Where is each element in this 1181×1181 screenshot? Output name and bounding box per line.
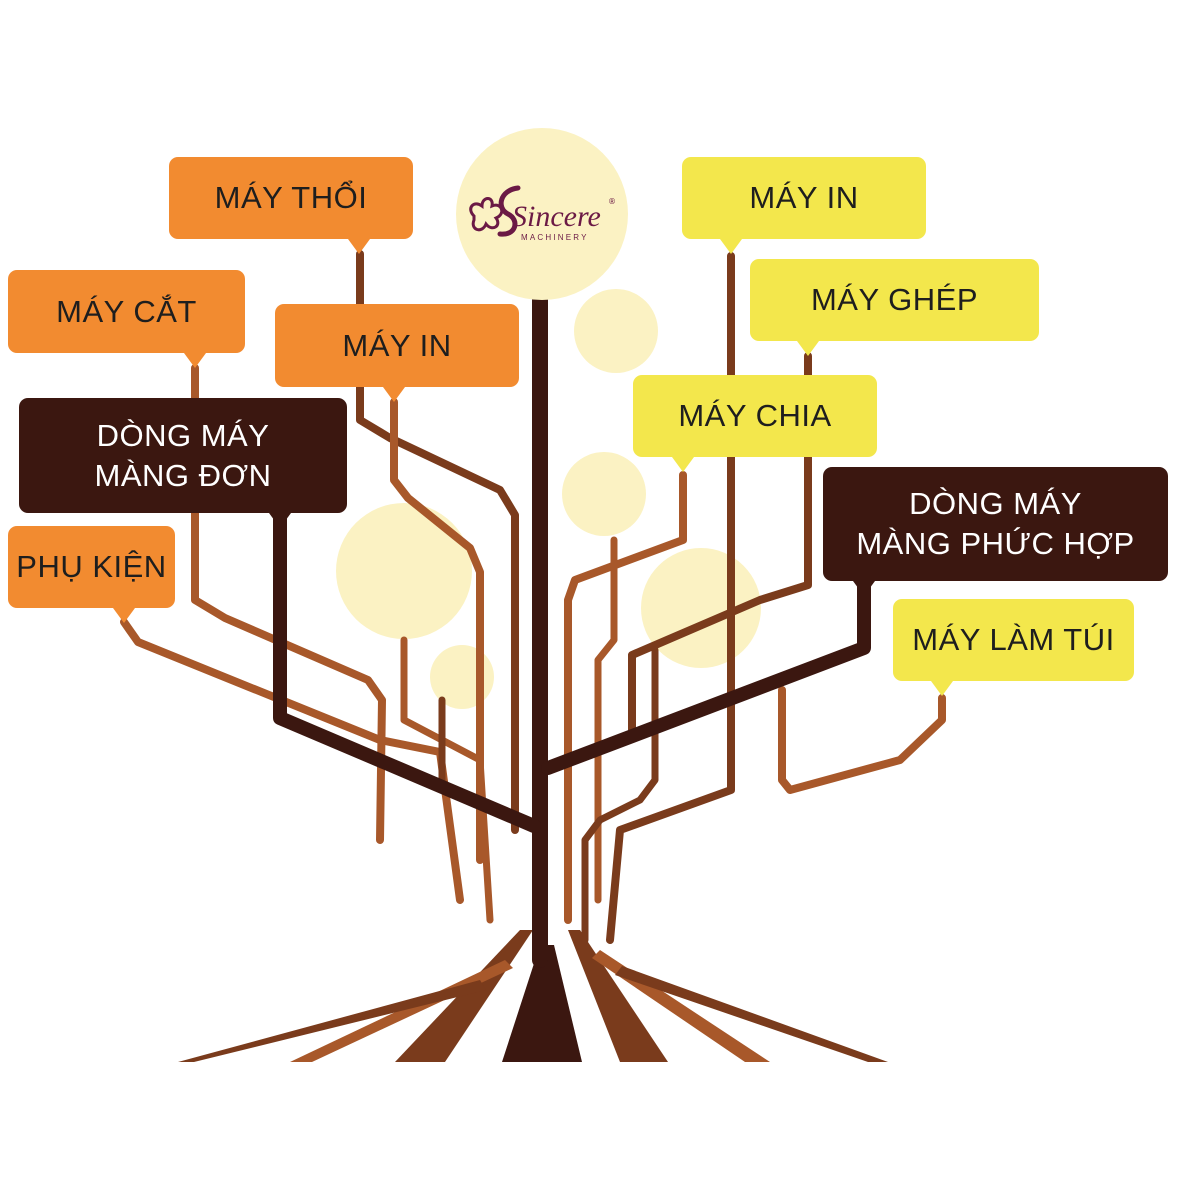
category-label: MÁY IN <box>342 327 452 363</box>
category-may-in-left[interactable]: MÁY IN <box>275 304 519 402</box>
category-may-in-right[interactable]: MÁY IN <box>682 157 926 254</box>
root <box>178 980 486 1062</box>
category-may-lam-tui[interactable]: MÁY LÀM TÚI <box>893 599 1134 696</box>
root <box>395 930 533 1062</box>
decor-circle <box>562 452 646 536</box>
limb-mang-don <box>273 505 541 833</box>
root <box>568 930 668 1062</box>
category-may-cat[interactable]: MÁY CẮT <box>8 270 245 368</box>
category-label: MÁY CẮT <box>56 293 197 329</box>
branch-may-in-right <box>606 252 735 944</box>
decor-circle <box>574 289 658 373</box>
category-label: MÁY GHÉP <box>810 282 979 317</box>
category-label: MÁY LÀM TÚI <box>912 622 1115 657</box>
category-label: PHỤ KIỆN <box>16 549 167 584</box>
category-dong-may-mang-phuc-hop[interactable]: DÒNG MÁY MÀNG PHỨC HỢP <box>823 467 1168 596</box>
root-central <box>502 945 582 1062</box>
tree-trunk <box>273 292 871 968</box>
decor-circle <box>336 503 472 639</box>
limb-mang-phuc-hop <box>541 573 871 775</box>
category-label: MÁY CHIA <box>678 398 832 433</box>
branch-may-chia <box>564 471 687 924</box>
category-label: MÁY IN <box>749 180 859 215</box>
s-swash <box>497 185 521 237</box>
branch-may-in-left <box>390 398 484 864</box>
branch-decor-3 <box>594 536 618 904</box>
category-may-thoi[interactable]: MÁY THỔI <box>169 157 413 254</box>
root <box>290 960 513 1062</box>
branch-may-cat <box>191 364 386 844</box>
branch-decor-4 <box>581 646 659 944</box>
root <box>615 966 888 1062</box>
flower-icon <box>469 197 504 232</box>
logo-text: Sincere <box>512 200 601 233</box>
category-phu-kien[interactable]: PHỤ KIỆN <box>8 526 175 623</box>
branch-may-thoi <box>356 250 519 834</box>
logo-subtext: MACHINERY <box>521 233 589 242</box>
category-label: DÒNG MÁY MÀNG PHỨC HỢP <box>856 486 1135 561</box>
category-label: DÒNG MÁY MÀNG ĐƠN <box>94 417 272 493</box>
category-may-ghep[interactable]: MÁY GHÉP <box>750 259 1039 356</box>
branch-may-lam-tui <box>778 686 946 794</box>
tree-branches <box>120 250 946 944</box>
category-dong-may-mang-don[interactable]: DÒNG MÁY MÀNG ĐƠN <box>19 398 347 528</box>
branch-phu-kien <box>120 618 464 904</box>
sincere-logo: Sincere MACHINERY ® <box>469 185 616 242</box>
logo-badge: Sincere MACHINERY ® <box>456 128 628 300</box>
branch-may-ghep <box>628 352 812 734</box>
category-label: MÁY THỔI <box>214 180 368 215</box>
category-may-chia[interactable]: MÁY CHIA <box>633 375 877 472</box>
tree-roots <box>178 930 888 1062</box>
registered-icon: ® <box>608 197 616 206</box>
